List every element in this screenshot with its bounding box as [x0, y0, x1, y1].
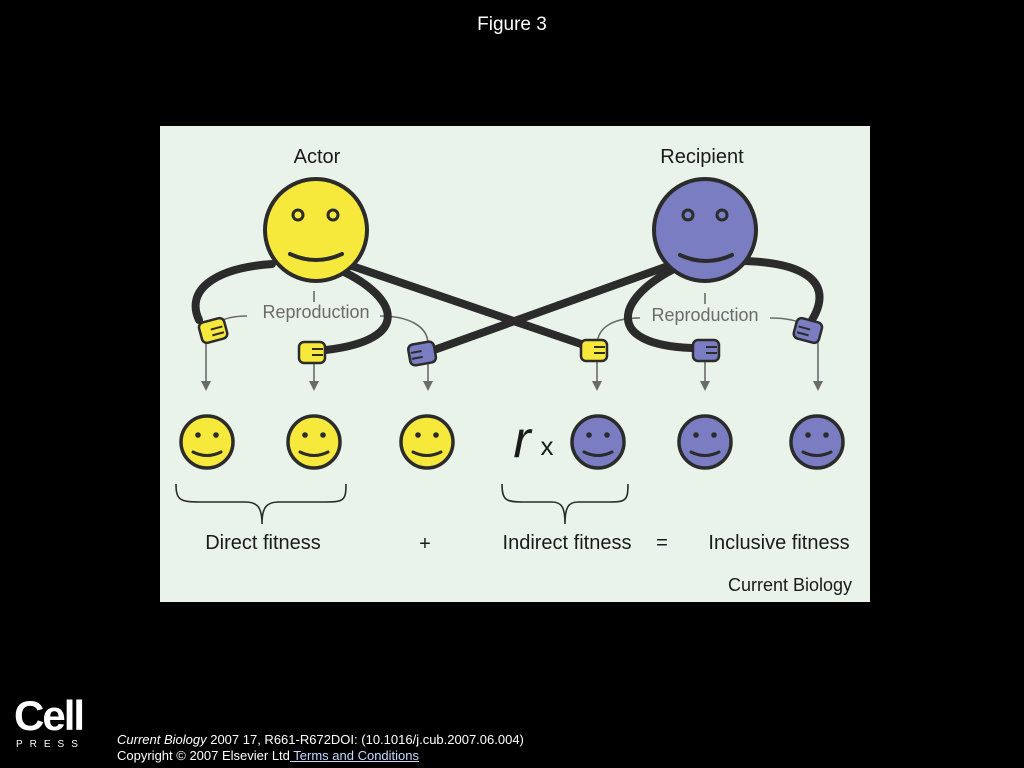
actor-label: Actor	[294, 146, 341, 168]
actor-arm-left	[191, 260, 276, 324]
citation-journal: Current Biology	[117, 732, 207, 747]
citation-details: 2007 17, R661-R672DOI: (10.1016/j.cub.20…	[206, 732, 524, 747]
offspring-smiley-face-icon	[789, 414, 845, 470]
times-symbol: x	[541, 431, 554, 461]
offspring-smiley-face-icon	[286, 414, 342, 470]
citation-line: Current Biology 2007 17, R661-R672DOI: (…	[117, 731, 524, 748]
equals-sign: =	[656, 532, 668, 554]
indirect-fitness-label: Indirect fitness	[503, 532, 632, 554]
hand-icon	[407, 340, 438, 367]
curly-brace-icon	[175, 483, 347, 525]
arms	[191, 257, 824, 354]
relatedness-symbol: r	[513, 411, 533, 469]
actor-arm-cross	[348, 262, 588, 349]
curly-brace-icon	[501, 483, 629, 525]
offspring-smiley-face-icon	[677, 414, 733, 470]
figure-panel	[160, 126, 870, 602]
logo-sub-text: PRESS	[16, 739, 85, 750]
hand-icon	[297, 340, 327, 365]
actor-head-smiley-face-icon	[263, 177, 369, 283]
actor-reproduction-label: Reproduction	[262, 302, 369, 322]
recipient-arm-cross	[430, 262, 672, 354]
terms-and-conditions-link[interactable]: Terms and Conditions	[289, 748, 420, 763]
recipient-arm-right	[738, 257, 824, 324]
copyright-text: Copyright © 2007 Elsevier Ltd	[117, 748, 290, 763]
inclusive-fitness-label: Inclusive fitness	[708, 532, 849, 554]
hand-icon	[579, 338, 609, 363]
hand-icon	[792, 316, 824, 345]
cell-press-logo: Cell PRESS	[14, 692, 86, 751]
copyright-line: Copyright © 2007 Elsevier Ltd Terms and …	[117, 747, 419, 764]
offspring-smiley-face-icon	[570, 414, 626, 470]
recipient-reproduction-label: Reproduction	[651, 305, 758, 325]
direct-fitness-label: Direct fitness	[205, 532, 321, 554]
journal-watermark: Current Biology	[728, 575, 852, 595]
offspring-smiley-face-icon	[179, 414, 235, 470]
actor-arm-middle	[322, 266, 392, 354]
offspring-smiley-face-icon	[399, 414, 455, 470]
logo-main-text: Cell	[14, 692, 85, 739]
hand-icon	[197, 316, 229, 345]
slide-title: Figure 3	[477, 14, 547, 35]
recipient-arm-middle	[624, 266, 696, 352]
hand-icon	[691, 338, 721, 363]
plus-sign: +	[419, 533, 431, 555]
recipient-label: Recipient	[660, 146, 744, 168]
recipient-head-smiley-face-icon	[652, 177, 758, 283]
